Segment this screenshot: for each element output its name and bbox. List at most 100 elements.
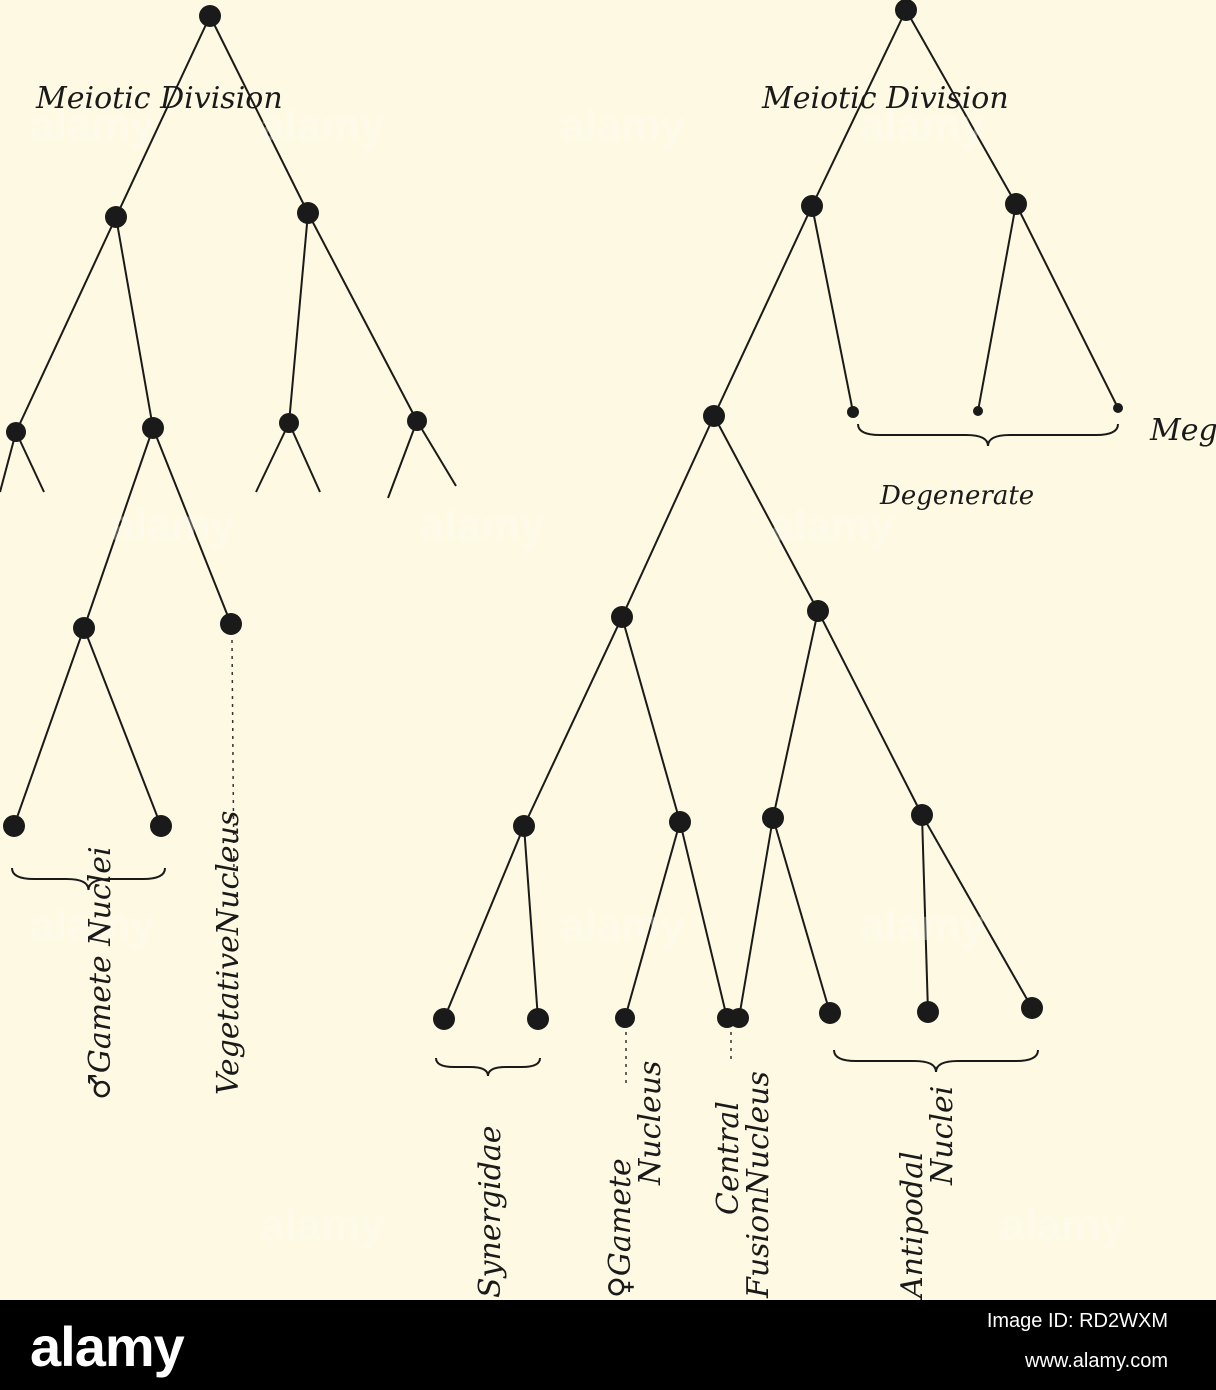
antipodal-label-2: Nuclei xyxy=(925,1086,960,1186)
edge-Rh-Rk xyxy=(621,616,681,823)
edge-Rl-Rr xyxy=(738,817,774,1019)
watermark-text: alamy xyxy=(30,901,155,950)
male-gamete-label: ♂Gamete Nuclei xyxy=(83,846,118,1100)
left-division-label: Meiotic Division xyxy=(35,81,283,116)
figure-area: alamy alamy alamy alamy alamy alamy alamy alamy… xyxy=(0,0,1216,1300)
tree-nodes xyxy=(3,0,1123,1030)
edge-Rj-Rn xyxy=(443,825,525,1020)
edge-Rm-Ru xyxy=(921,814,1033,1009)
edge-Rk-Rq xyxy=(679,821,728,1019)
edge-Rh-Rj xyxy=(523,616,623,827)
nucleus-node-Rl xyxy=(762,807,784,829)
nucleus-node-Rg xyxy=(703,405,725,427)
nucleus-node-Re xyxy=(973,406,983,416)
edge-stub-4 xyxy=(387,420,418,499)
edge-Lh-Lk xyxy=(83,627,162,827)
edge-Ri-Rl xyxy=(772,610,819,819)
image-id-text: Image ID: RD2WXM xyxy=(986,1310,1168,1332)
edge-Rg-Ri xyxy=(713,415,819,612)
right-division-label: Meiotic Division xyxy=(761,81,1009,116)
watermark-text: alamy xyxy=(260,101,385,150)
male-gamete-brace xyxy=(11,867,166,891)
edge-Lb-Le xyxy=(115,216,154,429)
nucleus-node-Rt xyxy=(917,1001,939,1023)
synergidae-label: Synergidae xyxy=(473,1125,508,1298)
nucleus-node-Ld xyxy=(6,422,26,442)
watermark-text: alamy xyxy=(30,101,155,150)
leader-line-0 xyxy=(231,639,235,881)
nucleus-node-Ra xyxy=(895,0,917,21)
nucleus-node-Rm xyxy=(911,804,933,826)
edge-Lb-Ld xyxy=(15,216,117,433)
antipodal-brace xyxy=(833,1049,1039,1073)
degenerate-brace xyxy=(857,423,1119,447)
watermark-text: alamy xyxy=(560,101,685,150)
edge-Ri-Rm xyxy=(817,610,923,816)
nucleus-node-Le xyxy=(142,417,164,439)
watermark-text: alamy xyxy=(110,501,235,550)
nucleus-node-Rh xyxy=(611,606,633,628)
watermark-text: alamy xyxy=(860,901,985,950)
nucleus-node-Lg xyxy=(407,411,427,431)
edge-Le-Lh xyxy=(83,427,154,629)
central-label-2: FusionNucleus xyxy=(741,1071,776,1299)
edge-Ra-Rc xyxy=(905,9,1017,205)
cut-off-label: Meg xyxy=(1149,413,1216,448)
leader-lines xyxy=(231,639,732,1088)
edge-Rb-Rd xyxy=(811,205,854,413)
edge-Le-Li xyxy=(152,427,232,625)
edge-stub-5 xyxy=(416,420,457,487)
edge-Lh-Lj xyxy=(13,627,85,827)
edge-Rj-Ro xyxy=(523,825,539,1020)
female-gamete-label-2: Nucleus xyxy=(633,1061,668,1186)
edge-Rb-Rg xyxy=(713,205,813,417)
edge-Rm-Rt xyxy=(921,814,929,1013)
nucleus-node-Lk xyxy=(150,815,172,837)
edge-Lc-Lg xyxy=(307,212,418,422)
nucleus-node-Rf xyxy=(1113,403,1123,413)
nucleus-node-Rj xyxy=(513,815,535,837)
edge-La-Lc xyxy=(209,15,309,214)
nucleus-node-La xyxy=(199,5,221,27)
edge-Rg-Rh xyxy=(621,415,715,618)
site-url-text: www.alamy.com xyxy=(1025,1350,1168,1372)
nucleus-node-Rn xyxy=(433,1008,455,1030)
synergidae-brace xyxy=(435,1057,541,1077)
edge-Rc-Re xyxy=(977,203,1017,412)
edge-stub-3 xyxy=(288,422,321,493)
brand-logo: alamy xyxy=(30,1315,185,1378)
watermark-layer: alamy alamy alamy alamy alamy alamy alamy alamy… xyxy=(30,101,1125,1250)
edge-Rc-Rf xyxy=(1015,203,1119,409)
edge-Rl-Rs xyxy=(772,817,831,1014)
nucleus-node-Ru xyxy=(1021,997,1043,1019)
nucleus-node-Lh xyxy=(73,617,95,639)
vegetative-label: VegetativeNucleus xyxy=(211,811,246,1095)
edge-Rk-Rp xyxy=(624,821,681,1019)
watermark-text: alamy xyxy=(420,501,545,550)
nucleus-node-Lf xyxy=(279,413,299,433)
nuclear-division-diagram: alamy alamy alamy alamy alamy alamy alamy alamy… xyxy=(0,0,1216,1300)
nucleus-node-Rk xyxy=(669,811,691,833)
nucleus-node-Rc xyxy=(1005,193,1027,215)
nucleus-node-Rr xyxy=(729,1008,749,1028)
nucleus-node-Ri xyxy=(807,600,829,622)
watermark-text: alamy xyxy=(560,901,685,950)
stock-footer-bar: alamy Image ID: RD2WXM www.alamy.com xyxy=(0,1300,1216,1390)
antipodal-label-1: Antipodal xyxy=(895,1151,930,1300)
edge-stub-0 xyxy=(0,431,17,493)
tree-edges xyxy=(0,9,1119,1020)
nucleus-node-Lc xyxy=(297,202,319,224)
nucleus-node-Lj xyxy=(3,815,25,837)
edge-Ra-Rb xyxy=(811,9,907,207)
grouping-braces xyxy=(11,423,1119,1077)
nucleus-node-Rs xyxy=(819,1002,841,1024)
edge-stub-2 xyxy=(255,422,290,493)
nucleus-node-Ro xyxy=(527,1008,549,1030)
watermark-text: alamy xyxy=(1000,1201,1125,1250)
female-gamete-label-1: ♀Gamete xyxy=(603,1158,638,1298)
degenerate-label: Degenerate xyxy=(879,481,1034,511)
watermark-text: alamy xyxy=(860,101,985,150)
nucleus-node-Li xyxy=(220,613,242,635)
nucleus-node-Rd xyxy=(847,406,859,418)
nucleus-node-Lb xyxy=(105,206,127,228)
